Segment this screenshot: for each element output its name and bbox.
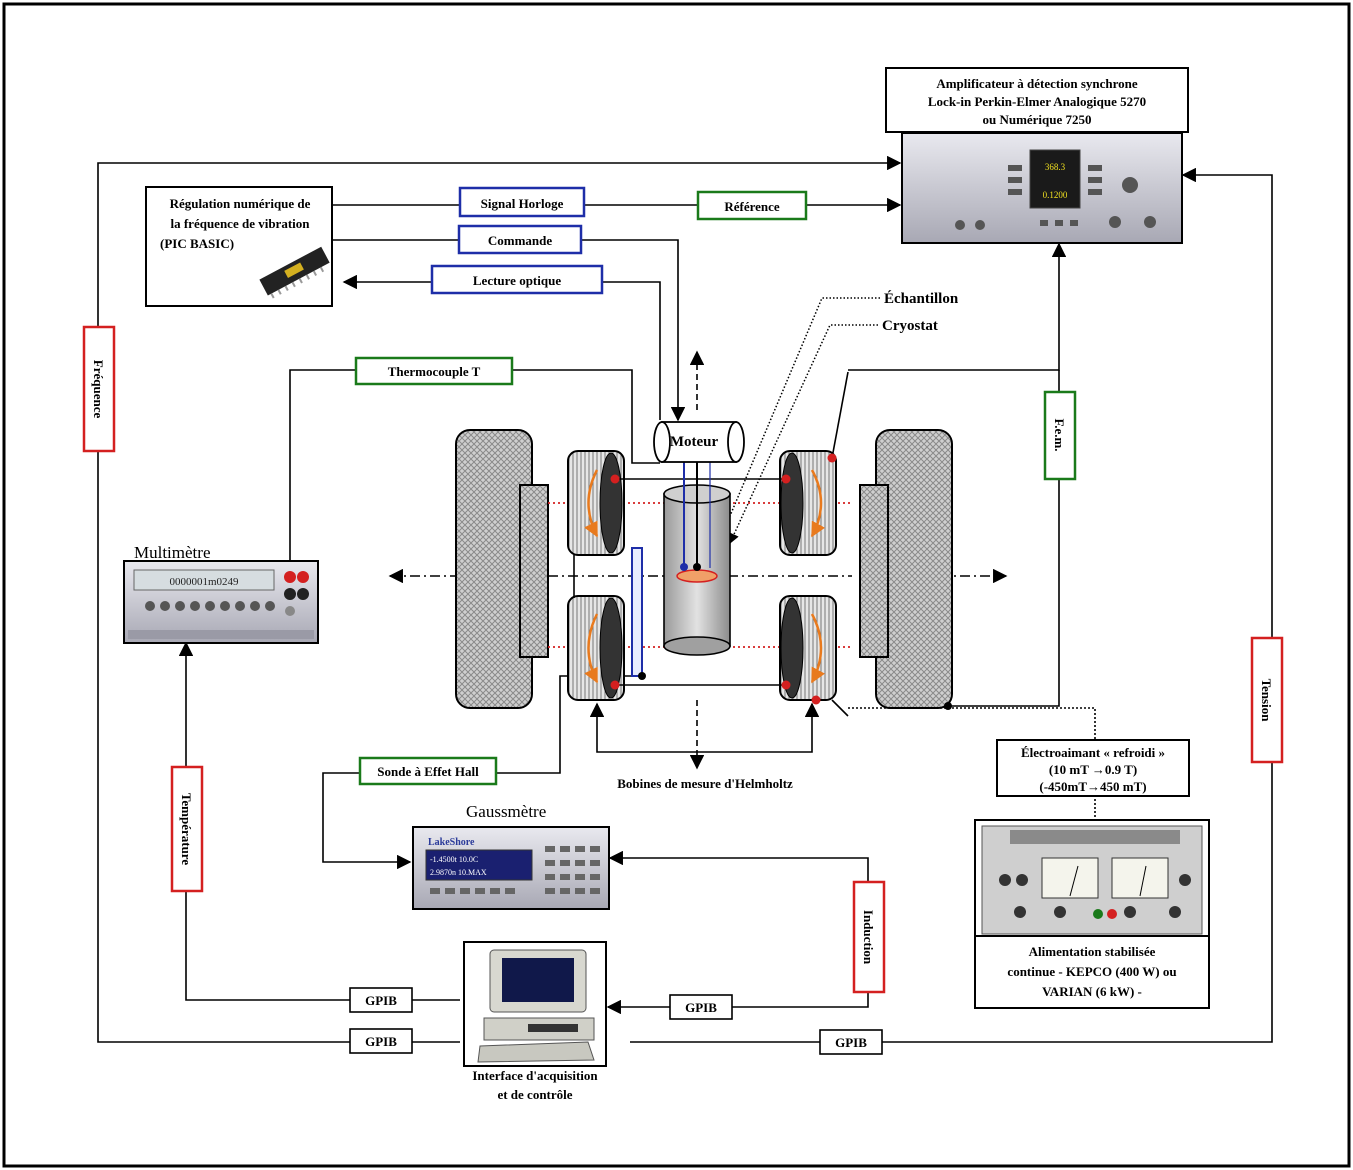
amplifier-block: Amplificateur à détection synchrone Lock…	[886, 68, 1188, 243]
fem-box: F.e.m.	[1045, 392, 1075, 479]
regulation-block: Régulation numérique de la fréquence de …	[146, 187, 332, 306]
signal-horloge-box: Signal Horloge	[460, 188, 584, 216]
regulation-title-2: la fréquence de vibration	[170, 216, 310, 231]
motor-label: Moteur	[670, 434, 719, 450]
svg-text:Fréquence: Fréquence	[91, 360, 106, 419]
alimentation-title-1: Alimentation stabilisée	[1029, 944, 1156, 959]
svg-text:GPIB: GPIB	[835, 1035, 867, 1050]
thermocouple-box: Thermocouple T	[356, 358, 512, 384]
gaussmeter-brand: LakeShore	[428, 837, 475, 848]
lockin-readout-2: 0.1200	[1043, 190, 1068, 200]
gpib-box-frequence: GPIB	[350, 1029, 412, 1053]
svg-text:Température: Température	[179, 793, 194, 865]
helmholtz-coil-tr	[780, 451, 836, 555]
echantillon-label: Échantillon	[884, 290, 959, 307]
alimentation-block: Alimentation stabilisée continue - KEPCO…	[975, 820, 1209, 1008]
reference-box: Référence	[698, 192, 806, 219]
svg-text:GPIB: GPIB	[365, 1034, 397, 1049]
motor: Moteur	[654, 422, 744, 462]
computer: Interface d'acquisition et de contrôle	[464, 942, 606, 1102]
electroaimant-title-1: Électroaimant « refroidi »	[1021, 745, 1165, 760]
svg-text:Signal Horloge: Signal Horloge	[481, 196, 564, 211]
gaussmeter: Gaussmètre LakeShore -1.4500t 10.0C 2.98…	[413, 802, 609, 909]
helmholtz-label: Bobines de mesure d'Helmholtz	[617, 776, 793, 791]
commande-box: Commande	[459, 226, 581, 253]
lecture-optique-box: Lecture optique	[432, 266, 602, 293]
computer-label-2: et de contrôle	[497, 1087, 572, 1102]
regulation-title-1: Régulation numérique de	[170, 196, 311, 211]
hall-probe	[632, 548, 642, 676]
gaussmeter-readout-2: 2.9870n 10.MAX	[430, 868, 487, 877]
multimeter-label: Multimètre	[134, 543, 210, 562]
multimeter: Multimètre 0000001m0249	[124, 543, 318, 643]
svg-text:Sonde à Effet Hall: Sonde à Effet Hall	[377, 764, 479, 779]
gpib-box-temperature: GPIB	[350, 988, 412, 1012]
svg-text:Commande: Commande	[488, 233, 553, 248]
gaussmeter-readout-1: -1.4500t 10.0C	[430, 855, 478, 864]
gpib-box-induction: GPIB	[670, 995, 732, 1019]
svg-text:GPIB: GPIB	[685, 1000, 717, 1015]
frequence-box: Fréquence	[84, 327, 114, 451]
svg-text:Lecture optique: Lecture optique	[473, 273, 561, 288]
electroaimant-title-3: (-450mT→450 mT)	[1039, 779, 1146, 794]
svg-text:Tension: Tension	[1259, 679, 1274, 723]
regulation-title-3: (PIC BASIC)	[160, 236, 234, 251]
cryostat-label: Cryostat	[882, 318, 938, 334]
svg-text:Induction: Induction	[861, 910, 876, 965]
multimeter-readout: 0000001m0249	[169, 576, 239, 588]
temperature-box: Température	[172, 767, 202, 891]
svg-text:GPIB: GPIB	[365, 993, 397, 1008]
alimentation-title-2: continue - KEPCO (400 W) ou	[1007, 964, 1176, 979]
sample	[677, 570, 717, 582]
hall-probe-box: Sonde à Effet Hall	[360, 758, 496, 784]
gpib-box-tension: GPIB	[820, 1030, 882, 1054]
svg-text:Référence: Référence	[724, 199, 780, 214]
svg-text:Thermocouple T: Thermocouple T	[388, 364, 481, 379]
keyboard-icon	[478, 1042, 594, 1062]
amplifier-title-1: Amplificateur à détection synchrone	[936, 76, 1138, 91]
electroaimant-title-2: (10 mT →0.9 T)	[1049, 762, 1137, 777]
alimentation-title-3: VARIAN (6 kW) -	[1042, 984, 1142, 999]
computer-label-1: Interface d'acquisition	[472, 1068, 598, 1083]
electroaimant-block: Électroaimant « refroidi » (10 mT →0.9 T…	[997, 740, 1189, 796]
amplifier-title-2: Lock-in Perkin-Elmer Analogique 5270	[928, 94, 1146, 109]
electromagnet-assembly: Moteur	[390, 352, 1006, 768]
amplifier-title-3: ou Numérique 7250	[982, 112, 1091, 127]
gaussmeter-label: Gaussmètre	[466, 802, 546, 821]
svg-text:F.e.m.: F.e.m.	[1052, 418, 1067, 451]
helmholtz-coil-tl	[568, 451, 624, 555]
induction-box: Induction	[854, 882, 884, 992]
lockin-readout-1: 368.3	[1045, 162, 1066, 172]
tension-box: Tension	[1252, 638, 1282, 762]
